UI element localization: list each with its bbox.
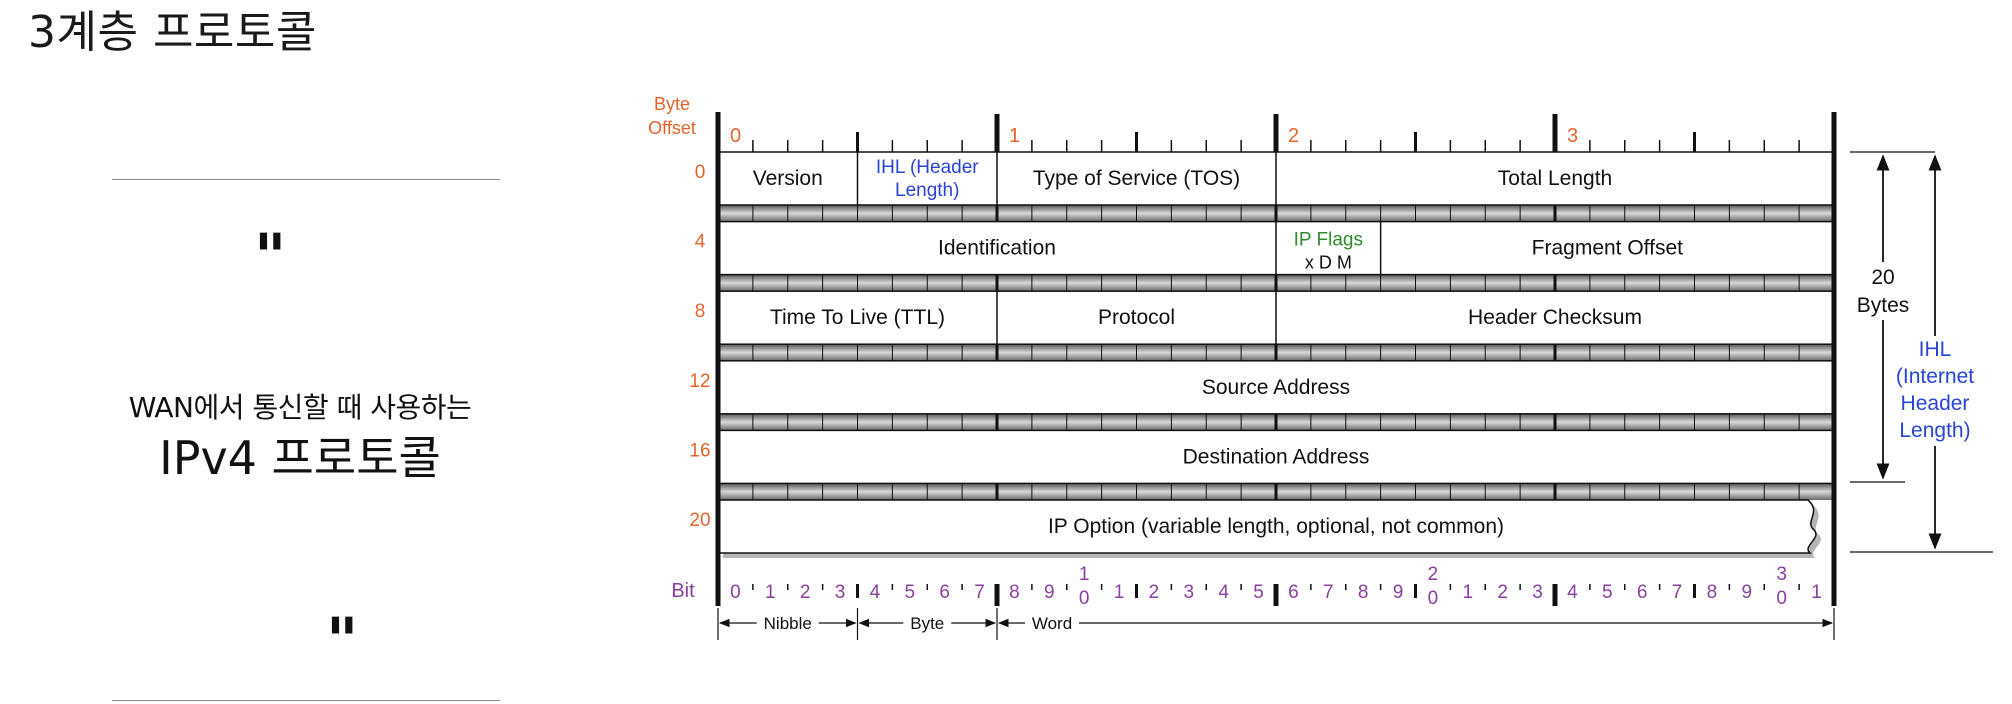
byte-number-2: 2 bbox=[1288, 125, 1299, 147]
bit-number-1: 1 bbox=[765, 582, 776, 603]
bit-number-23: 3 bbox=[1532, 582, 1543, 603]
bit-number-7: 7 bbox=[974, 582, 985, 603]
row-offset-16: 16 bbox=[689, 440, 710, 461]
bit-number-18: 8 bbox=[1358, 582, 1369, 603]
bit-number-22: 2 bbox=[1497, 582, 1508, 603]
bottom-divider bbox=[112, 700, 500, 701]
bit-number-5: 5 bbox=[905, 582, 916, 603]
field-total-length: Total Length bbox=[1498, 167, 1612, 190]
ip-option-row-outline bbox=[717, 499, 1817, 554]
bit-number-26: 6 bbox=[1637, 582, 1648, 603]
nibble-label-bg bbox=[756, 612, 819, 634]
bit-number-24: 4 bbox=[1567, 582, 1578, 603]
bit-number-28: 8 bbox=[1707, 582, 1718, 603]
word-label-bg bbox=[1025, 612, 1079, 634]
field-type-of-service-tos: Type of Service (TOS) bbox=[1033, 167, 1240, 190]
nibble-label: Nibble bbox=[764, 614, 812, 633]
bit-number-30-ones: 0 bbox=[1776, 588, 1787, 609]
ihl-label-line3: Header bbox=[1901, 392, 1970, 415]
row-offset-20: 20 bbox=[689, 510, 710, 531]
byte-number-0: 0 bbox=[730, 125, 741, 147]
byte-number-1: 1 bbox=[1009, 125, 1020, 147]
flags-bits-label: x D M bbox=[1305, 253, 1352, 273]
bit-number-0: 0 bbox=[730, 582, 741, 603]
byte-number-3: 3 bbox=[1567, 125, 1578, 147]
field-ihl-header-line2: Length) bbox=[895, 180, 959, 201]
ihl-label-line1: IHL bbox=[1919, 338, 1952, 361]
word-label: Word bbox=[1032, 614, 1072, 633]
bit-number-15: 5 bbox=[1253, 582, 1264, 603]
ihl-label-line4: Length) bbox=[1899, 419, 1970, 442]
bit-number-3: 3 bbox=[835, 582, 846, 603]
bit-number-4: 4 bbox=[870, 582, 881, 603]
field-version: Version bbox=[753, 167, 823, 190]
field-identification: Identification bbox=[938, 237, 1056, 260]
field-ihl-header-line1: IHL (Header bbox=[876, 157, 979, 178]
field-destination-address: Destination Address bbox=[1183, 445, 1370, 468]
bit-label: Bit bbox=[671, 580, 695, 602]
bit-number-30-tens: 3 bbox=[1776, 564, 1787, 585]
bit-number-14: 4 bbox=[1218, 582, 1229, 603]
open-quote-mark: " bbox=[254, 220, 287, 293]
bit-number-6: 6 bbox=[939, 582, 950, 603]
field-ip-flags: IP Flags bbox=[1294, 230, 1363, 251]
subtitle: WAN에서 통신할 때 사용하는 bbox=[128, 391, 472, 424]
ihl-label-line2: (Internet bbox=[1896, 365, 1974, 388]
headline: IPv4 프로토콜 bbox=[159, 431, 441, 485]
byte-offset-label-line2: Offset bbox=[648, 118, 696, 138]
bit-number-21: 1 bbox=[1463, 582, 1474, 603]
bit-number-19: 9 bbox=[1393, 582, 1404, 603]
bit-number-25: 5 bbox=[1602, 582, 1613, 603]
twenty-bytes-label-line2: Bytes bbox=[1857, 294, 1910, 317]
field-ip-option-variable-length-optional-not-common: IP Option (variable length, optional, no… bbox=[1048, 515, 1504, 538]
top-divider bbox=[112, 179, 500, 180]
field-header-checksum: Header Checksum bbox=[1468, 306, 1642, 329]
field-protocol: Protocol bbox=[1098, 306, 1175, 329]
twenty-bytes-label-bg bbox=[1852, 262, 1914, 320]
byte-label: Byte bbox=[910, 614, 944, 633]
bit-number-9: 9 bbox=[1044, 582, 1055, 603]
bit-number-2: 2 bbox=[800, 582, 811, 603]
bit-number-10-tens: 1 bbox=[1079, 564, 1090, 585]
field-fragment-offset: Fragment Offset bbox=[1532, 237, 1684, 260]
bit-number-31: 1 bbox=[1811, 582, 1822, 603]
field-time-to-live-ttl: Time To Live (TTL) bbox=[770, 306, 945, 329]
header-row-outline bbox=[717, 360, 1835, 415]
close-quote-mark: " bbox=[326, 604, 359, 677]
page-title: 3계층 프로토콜 bbox=[28, 7, 317, 58]
bit-number-20-tens: 2 bbox=[1428, 564, 1439, 585]
field-source-address: Source Address bbox=[1202, 376, 1350, 399]
bit-number-10-ones: 0 bbox=[1079, 588, 1090, 609]
bit-number-27: 7 bbox=[1672, 582, 1683, 603]
row-offset-12: 12 bbox=[689, 371, 710, 392]
row-offset-8: 8 bbox=[695, 301, 706, 322]
bit-number-17: 7 bbox=[1323, 582, 1334, 603]
bit-number-20-ones: 0 bbox=[1428, 588, 1439, 609]
row-offset-4: 4 bbox=[695, 232, 706, 253]
row-offset-0: 0 bbox=[695, 162, 706, 183]
byte-offset-label-line1: Byte bbox=[654, 94, 690, 114]
bit-number-8: 8 bbox=[1009, 582, 1020, 603]
ihl-label-bg bbox=[1890, 336, 1982, 446]
bit-number-29: 9 bbox=[1742, 582, 1753, 603]
byte-label-bg bbox=[903, 612, 952, 634]
bit-number-11: 1 bbox=[1114, 582, 1125, 603]
twenty-bytes-label-line1: 20 bbox=[1871, 266, 1894, 289]
bit-number-16: 6 bbox=[1288, 582, 1299, 603]
bit-number-13: 3 bbox=[1184, 582, 1195, 603]
bit-number-12: 2 bbox=[1149, 582, 1160, 603]
